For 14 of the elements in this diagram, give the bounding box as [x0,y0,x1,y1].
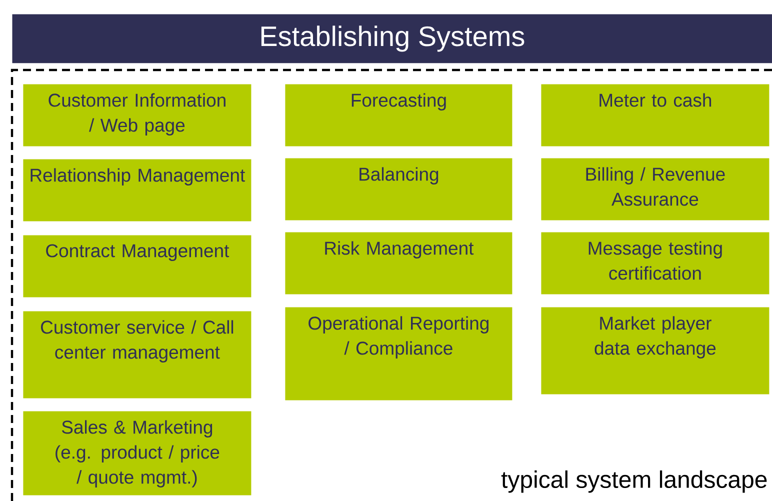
system-box: Forecasting [285,84,512,146]
system-box: Customer service / Call center management [23,311,252,398]
system-box: Operational Reporting / Compliance [285,307,512,400]
system-box: Risk Management [285,232,512,294]
system-box: Balancing [285,158,512,220]
system-box: Sales & Marketing (e.g. product / price / quote mgmt.) [23,411,252,496]
system-box: Customer Information / Web page [23,84,252,146]
system-box: Billing / Revenue Assurance [541,158,770,220]
system-box: Contract Management [23,235,252,298]
system-box: Meter to cash [541,84,770,146]
system-box: Message testing certification [541,232,770,294]
system-box: Relationship Management [23,159,252,222]
system-box: Market player data exchange [541,307,770,394]
title-band: Establishing Systems [12,14,772,64]
